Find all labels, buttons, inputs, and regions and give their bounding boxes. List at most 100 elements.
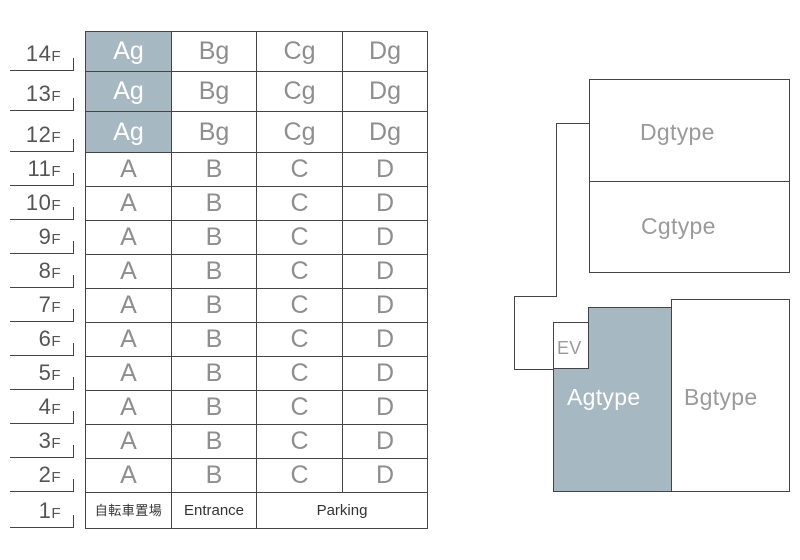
floor-label: 6F [10, 326, 74, 356]
plan-label-bg: Bgtype [684, 384, 758, 410]
unit-cell: Ag [85, 71, 172, 112]
floor-number-value: 6 [38, 326, 52, 351]
entrance-cell: Entrance [171, 492, 257, 529]
plan-room-bg [671, 299, 790, 492]
floor-number-value: 1 [38, 498, 52, 523]
floor-label: 3F [10, 428, 74, 458]
unit-cell: Ag [85, 111, 172, 153]
floor-unit: F [51, 299, 61, 316]
floor-number: 3F [39, 430, 61, 455]
unit-cell: A [85, 288, 172, 323]
floor-number: 5F [39, 362, 61, 387]
floor-label: 1F [10, 498, 74, 528]
floor-number-value: 10 [25, 190, 52, 215]
unit-cell: A [85, 152, 172, 187]
unit-cell: B [171, 424, 257, 459]
unit-cell: D [342, 322, 428, 357]
plan-corridor-outline [514, 123, 590, 370]
floor-number-value: 11 [27, 156, 52, 181]
plan-room-ev [553, 322, 589, 369]
unit-cell: D [342, 186, 428, 221]
floor-unit: F [51, 231, 61, 248]
floor-number-value: 9 [38, 224, 52, 249]
unit-cell: Dg [342, 31, 428, 72]
floor-number: 12F [26, 124, 61, 149]
unit-cell: D [342, 220, 428, 255]
floor-label: 13F [10, 81, 74, 111]
floor-number: 6F [39, 328, 61, 353]
unit-cell: B [171, 390, 257, 425]
unit-cell: Cg [256, 31, 343, 72]
floor-number-value: 8 [38, 258, 52, 283]
bicycle-parking-cell: 自転車置場 [85, 492, 172, 529]
floor-number: 13F [26, 83, 61, 108]
unit-cell: A [85, 186, 172, 221]
floor-unit: F [51, 88, 61, 105]
unit-cell: Dg [342, 71, 428, 112]
floor-number-value: 4 [38, 394, 52, 419]
floor-unit: F [51, 469, 61, 486]
floor-number-value: 14 [25, 41, 52, 66]
floor-label: 14F [10, 41, 74, 71]
floor-number-value: 12 [25, 122, 52, 147]
floor-number: 11F [27, 158, 61, 183]
unit-cell: D [342, 390, 428, 425]
unit-cell: Bg [171, 31, 257, 72]
floor-unit: F [51, 435, 61, 452]
unit-cell: Ag [85, 31, 172, 72]
unit-cell: D [342, 288, 428, 323]
floor-number-value: 7 [38, 292, 52, 317]
floor-label: 9F [10, 224, 74, 254]
floor-label: 7F [10, 292, 74, 322]
unit-cell: C [256, 458, 343, 493]
plan-room-dg [589, 79, 790, 182]
floor-label: 10F [10, 190, 74, 220]
plan-room-cg [589, 181, 790, 273]
unit-cell: D [342, 424, 428, 459]
floor-number: 7F [39, 294, 61, 319]
plan-label-dg: Dgtype [640, 119, 715, 145]
floor-label: 11F [10, 156, 74, 186]
floor-unit: F [51, 333, 61, 350]
floor-label: 5F [10, 360, 74, 390]
floor-unit: F [51, 367, 61, 384]
unit-cell: C [256, 254, 343, 289]
plan-label-ev: EV [557, 338, 582, 358]
floor-number: 9F [39, 226, 61, 251]
unit-cell: Cg [256, 71, 343, 112]
unit-cell: A [85, 390, 172, 425]
unit-cell: C [256, 424, 343, 459]
floor-unit: F [51, 48, 61, 65]
floor-number: 4F [39, 396, 61, 421]
unit-cell: A [85, 322, 172, 357]
floor-number: 14F [26, 43, 61, 68]
floor-number: 1F [39, 500, 61, 525]
unit-cell: B [171, 458, 257, 493]
floor-label: 2F [10, 462, 74, 492]
floor-unit: F [51, 401, 61, 418]
unit-cell: Cg [256, 111, 343, 153]
floor-number-value: 13 [25, 81, 52, 106]
floor-number-value: 2 [38, 462, 52, 487]
floor-label: 12F [10, 122, 74, 152]
unit-cell: B [171, 356, 257, 391]
floor-number: 8F [39, 260, 61, 285]
unit-cell: A [85, 254, 172, 289]
floor-unit: F [51, 163, 61, 180]
floor-unit: F [51, 129, 61, 146]
floor-number-value: 5 [38, 360, 52, 385]
